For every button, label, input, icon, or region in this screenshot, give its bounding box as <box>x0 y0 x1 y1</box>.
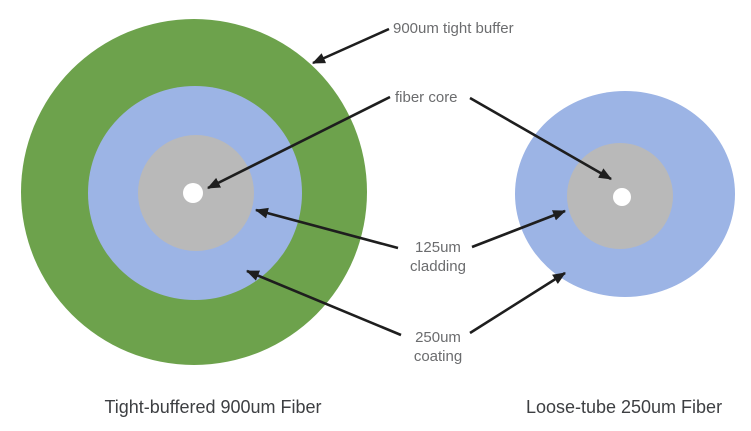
left-fiber-cross-section <box>21 19 367 365</box>
arrow-cladding-left <box>254 207 399 250</box>
arrow-fiber-core-left <box>207 95 391 190</box>
label-cladding: 125um cladding <box>410 238 466 276</box>
arrow-coating-left <box>245 269 402 337</box>
right-fiber-cross-section <box>515 91 735 297</box>
label-coating: 250um coating <box>414 328 462 366</box>
caption-loose-tube-fiber: Loose-tube 250um Fiber <box>525 397 723 417</box>
arrow-cladding-right <box>471 209 567 249</box>
label-fiber-core: fiber core <box>395 89 458 106</box>
label-cladding-size: 125um <box>415 239 461 256</box>
caption-tight-buffered-fiber: Tight-buffered 900um Fiber <box>104 397 322 417</box>
label-cladding-word: cladding <box>410 258 466 275</box>
annotation-arrows <box>207 27 612 337</box>
arrow-coating-right <box>469 271 566 335</box>
arrow-fiber-core-right <box>469 96 612 181</box>
left-fiber-core-dot <box>183 183 203 203</box>
label-coating-size: 250um <box>415 329 461 346</box>
label-tight-buffer: 900um tight buffer <box>393 20 514 37</box>
arrow-tight-buffer <box>312 27 390 65</box>
label-coating-word: coating <box>413 348 463 365</box>
right-fiber-core-dot <box>613 188 631 206</box>
